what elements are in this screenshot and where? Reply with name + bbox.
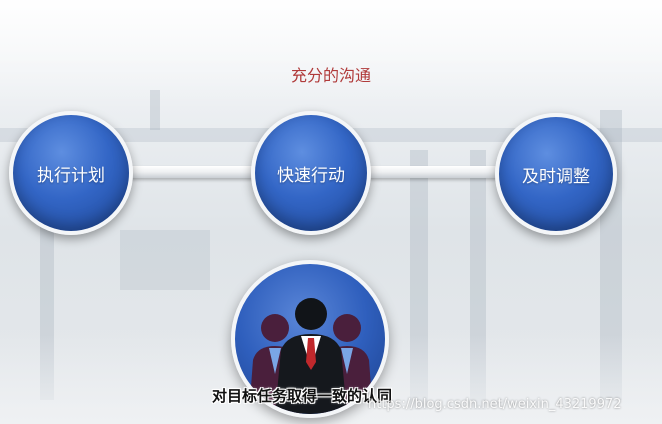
caption-text: 对目标任务取得一致的认同 xyxy=(212,385,392,406)
background-column xyxy=(150,90,160,130)
page-title: 充分的沟通 xyxy=(0,62,662,86)
step-node-timely-adjust: 及时调整 xyxy=(495,113,617,235)
step-label: 及时调整 xyxy=(522,162,590,187)
connector-left xyxy=(126,166,260,178)
background-column xyxy=(120,230,210,290)
step-label: 执行计划 xyxy=(37,161,105,186)
connector-right xyxy=(356,166,502,178)
watermark-text: https://blog.csdn.net/weixin_43219972 xyxy=(368,397,622,412)
background-ceiling xyxy=(0,0,662,110)
step-label: 快速行动 xyxy=(277,161,345,186)
step-node-fast-action: 快速行动 xyxy=(251,111,371,235)
step-node-execute-plan: 执行计划 xyxy=(9,111,133,235)
